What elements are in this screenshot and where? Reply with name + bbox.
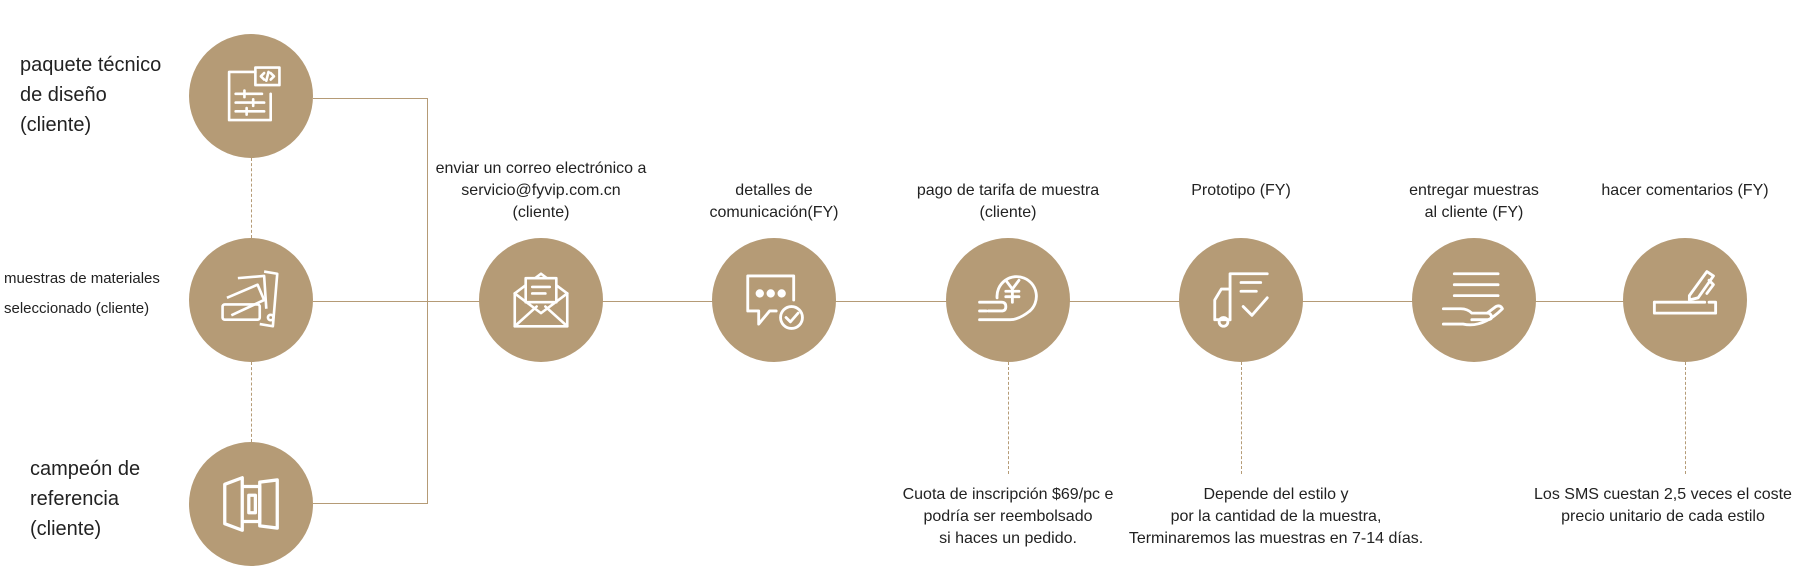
connector-dashed-top — [251, 158, 252, 238]
step-communication-label: detalles de comunicación(FY) — [709, 182, 839, 221]
materials-node — [189, 238, 313, 362]
step-prototype-node — [1179, 238, 1303, 362]
step-prototype-label: Prototipo (FY) — [1191, 182, 1291, 199]
reference-label: campeón de referencia (cliente) — [30, 458, 141, 540]
checklist-truck-icon — [1213, 272, 1269, 328]
connector-techpack-h — [313, 98, 428, 99]
materials-label: muestras de materiales seleccionado (cli… — [4, 270, 160, 317]
connector-dashed-bottom — [251, 362, 252, 442]
step-payment-node — [946, 238, 1070, 362]
feedback-note: Los SMS cuestan 2,5 veces el coste preci… — [1534, 486, 1792, 525]
step-email-label: enviar un correo electrónico a servicio@… — [435, 160, 647, 221]
swatch-fan-icon — [221, 270, 279, 328]
connector-dashed-feedback — [1685, 362, 1686, 474]
step-delivery-label: entregar muestras al cliente (FY) — [1409, 182, 1539, 221]
step-delivery-node — [1412, 238, 1536, 362]
step-feedback-label: hacer comentarios (FY) — [1601, 182, 1769, 199]
fee-note: Cuota de inscripción $69/pc e podría ser… — [902, 486, 1114, 547]
tech-pack-node — [189, 34, 313, 158]
envelope-icon — [513, 272, 569, 328]
chat-check-icon — [746, 274, 804, 330]
connector-dashed-prototype — [1241, 362, 1242, 474]
reference-node — [189, 442, 313, 566]
connector-reference-h — [313, 503, 428, 504]
step-feedback-node — [1623, 238, 1747, 362]
step-email-node — [479, 238, 603, 362]
yen-coin-hand-icon — [978, 275, 1038, 322]
sample-panel-icon — [223, 476, 279, 532]
pen-signature-icon — [1652, 270, 1718, 315]
prototype-note: Depende del estilo y por la cantidad de … — [1128, 486, 1424, 547]
tech-pack-label: paquete técnico de diseño (cliente) — [20, 54, 162, 136]
document-code-icon — [227, 66, 281, 122]
step-communication-node — [712, 238, 836, 362]
connector-dashed-fee — [1008, 362, 1009, 474]
step-payment-label: pago de tarifa de muestra (cliente) — [916, 182, 1100, 221]
hand-lines-icon — [1441, 272, 1504, 327]
